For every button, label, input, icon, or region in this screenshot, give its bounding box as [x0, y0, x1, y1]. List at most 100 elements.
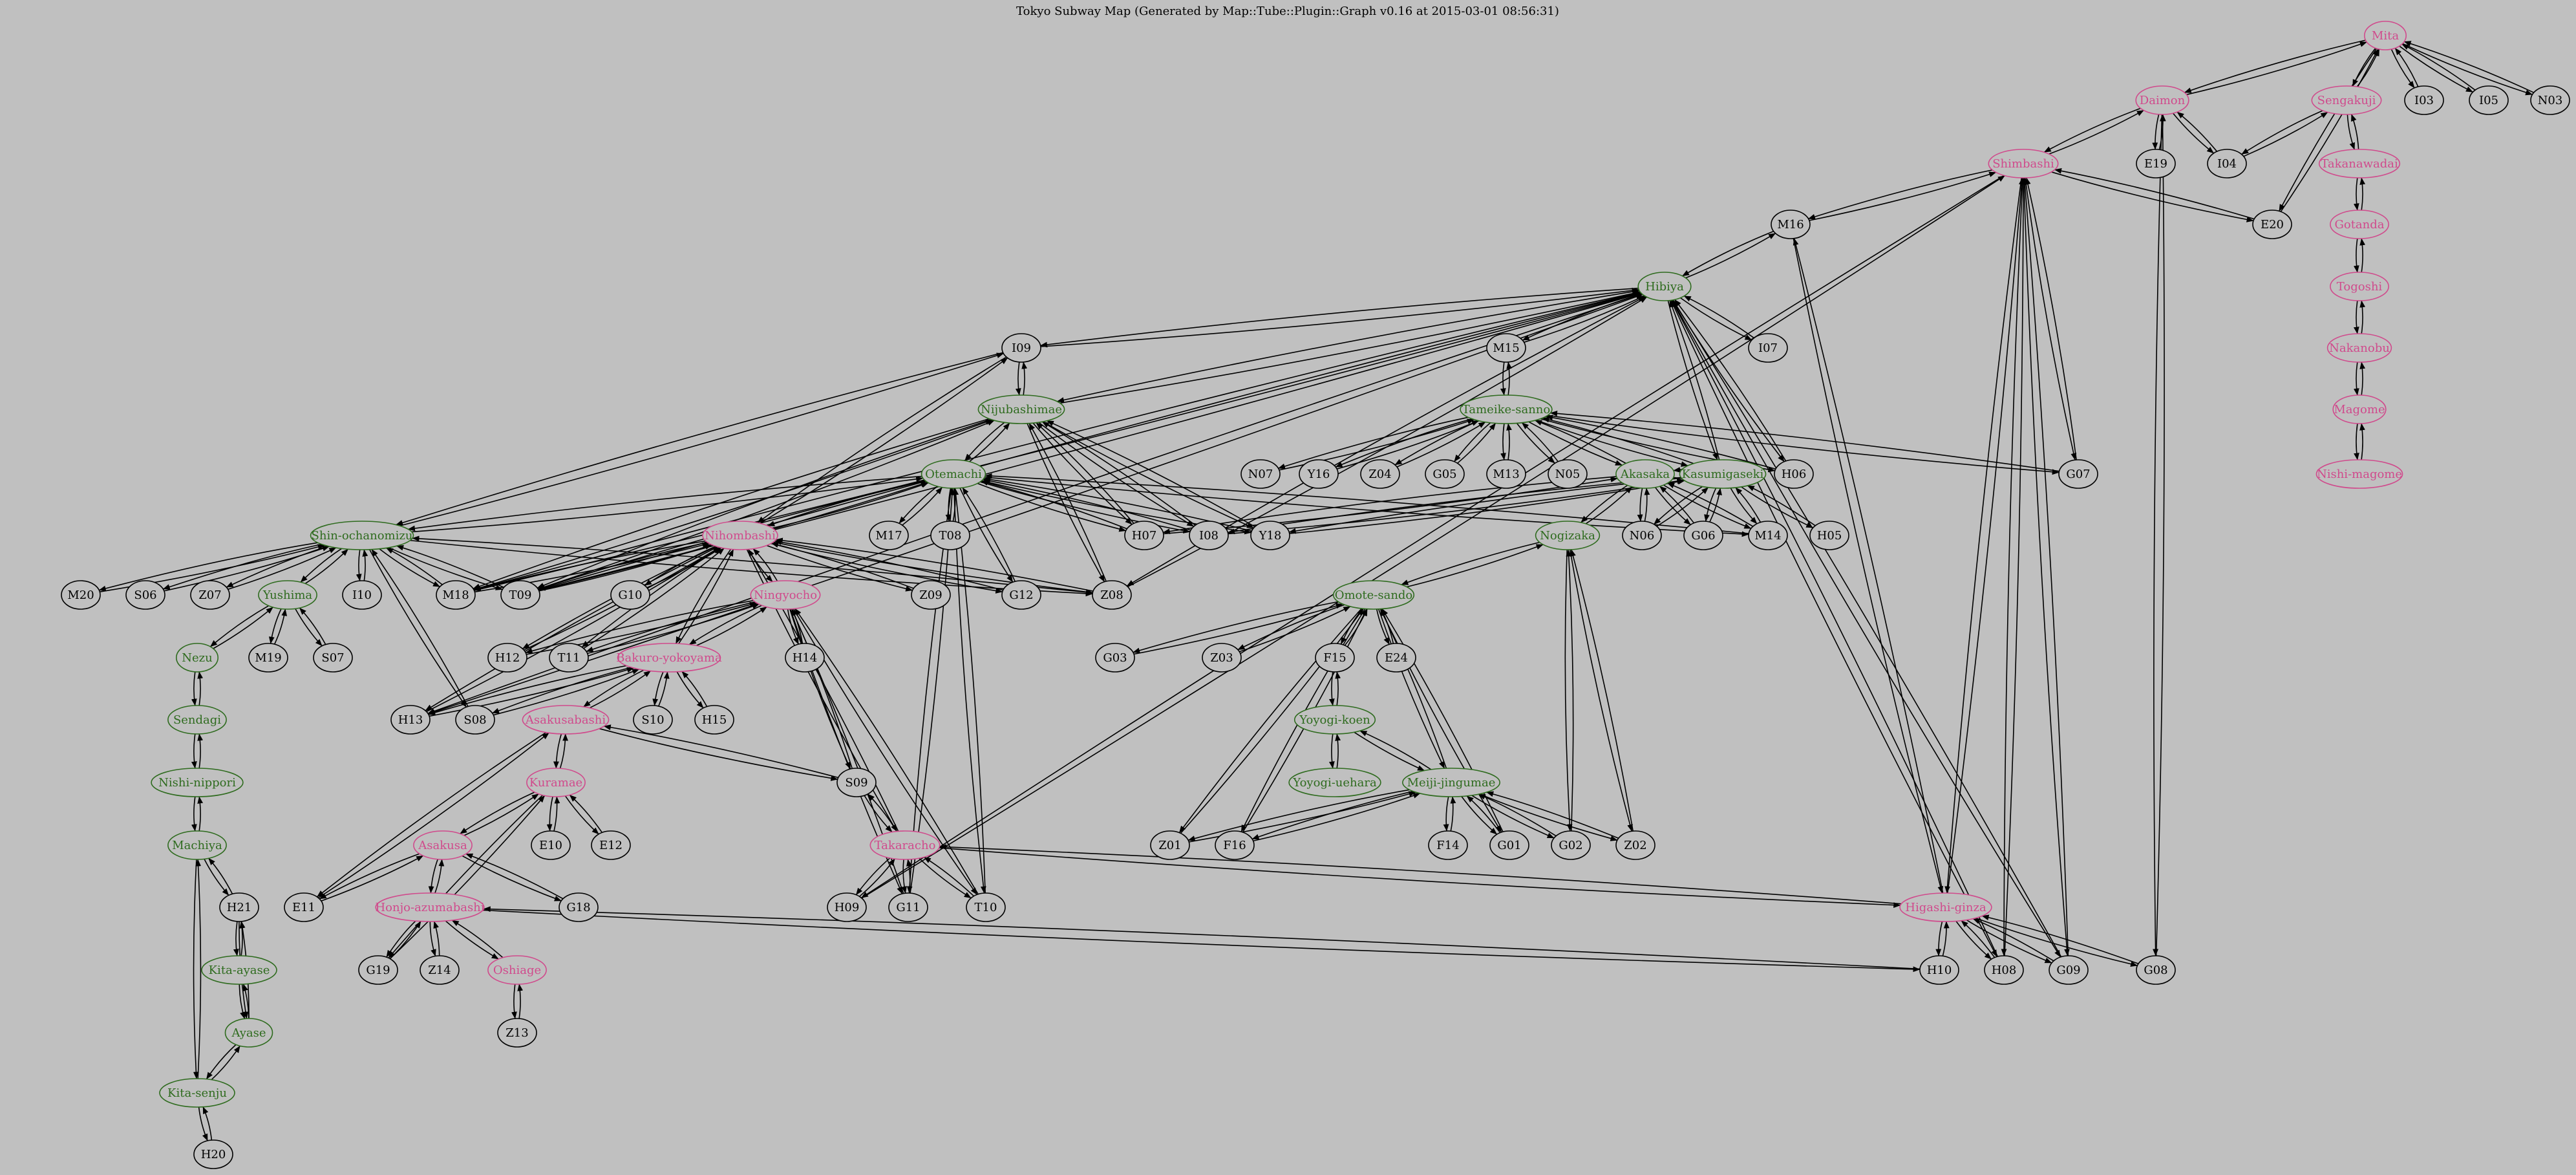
station-node-takaracho[interactable]: Takaracho [869, 830, 941, 860]
station-node-honjo-azumabashi[interactable]: Honjo-azumabashi [375, 892, 485, 922]
station-node-magome[interactable]: Magome [2332, 394, 2387, 424]
station-node-z08[interactable]: Z08 [1092, 580, 1132, 610]
station-node-m14[interactable]: M14 [1748, 521, 1788, 550]
station-node-e11[interactable]: E11 [284, 892, 324, 922]
station-node-f15[interactable]: F15 [1315, 643, 1355, 673]
station-node-kita-senju[interactable]: Kita-senju [159, 1078, 235, 1108]
station-node-n07[interactable]: N07 [1240, 459, 1281, 489]
station-node-z09[interactable]: Z09 [911, 580, 951, 610]
station-node-y18[interactable]: Y18 [1250, 521, 1290, 550]
station-node-h05[interactable]: H05 [1809, 521, 1849, 550]
station-node-e19[interactable]: E19 [2136, 149, 2176, 178]
station-node-yushima[interactable]: Yushima [258, 580, 317, 610]
station-node-i10[interactable]: I10 [342, 580, 382, 610]
station-node-e10[interactable]: E10 [531, 830, 571, 860]
station-node-t08[interactable]: T08 [930, 521, 970, 550]
station-node-takanawadai[interactable]: Takanawadai [2318, 149, 2401, 178]
station-node-nezu[interactable]: Nezu [175, 643, 218, 673]
station-node-e24[interactable]: E24 [1376, 643, 1416, 673]
station-node-kita-ayase[interactable]: Kita-ayase [201, 955, 277, 985]
station-node-m18[interactable]: M18 [436, 580, 476, 610]
station-node-s08[interactable]: S08 [455, 705, 495, 735]
station-node-g03[interactable]: G03 [1095, 643, 1135, 673]
station-node-tameike-sanno[interactable]: Tameike-sanno [1460, 394, 1553, 424]
station-node-m19[interactable]: M19 [248, 643, 288, 673]
station-node-sengakuji[interactable]: Sengakuji [2311, 85, 2382, 115]
station-node-g08[interactable]: G08 [2136, 955, 2176, 985]
station-node-y16[interactable]: Y16 [1299, 459, 1339, 489]
station-node-kasumigaseki[interactable]: Kasumigaseki [1679, 459, 1767, 489]
station-node-t09[interactable]: T09 [500, 580, 540, 610]
station-node-machiya[interactable]: Machiya [167, 830, 227, 860]
station-node-z13[interactable]: Z13 [497, 1018, 537, 1048]
station-node-m13[interactable]: M13 [1486, 459, 1526, 489]
station-node-z04[interactable]: Z04 [1360, 459, 1400, 489]
station-node-m16[interactable]: M16 [1771, 210, 1811, 239]
station-node-togoshi[interactable]: Togoshi [2330, 272, 2389, 301]
station-node-g09[interactable]: G09 [2049, 955, 2089, 985]
station-node-nakanobu[interactable]: Nakanobu [2326, 333, 2392, 363]
station-node-h15[interactable]: H15 [694, 705, 734, 735]
station-node-gotanda[interactable]: Gotanda [2330, 210, 2389, 239]
station-node-h07[interactable]: H07 [1124, 521, 1164, 550]
station-node-n03[interactable]: N03 [2530, 85, 2570, 115]
station-node-h12[interactable]: H12 [487, 643, 527, 673]
station-node-asakusa[interactable]: Asakusa [413, 830, 473, 860]
station-node-g12[interactable]: G12 [1001, 580, 1041, 610]
station-node-otemachi[interactable]: Otemachi [921, 459, 986, 489]
station-node-h21[interactable]: H21 [219, 892, 259, 922]
station-node-s10[interactable]: S10 [633, 705, 673, 735]
station-node-oshiage[interactable]: Oshiage [487, 955, 547, 985]
station-node-h09[interactable]: H09 [827, 892, 867, 922]
station-node-sendagi[interactable]: Sendagi [167, 705, 227, 735]
station-node-i07[interactable]: I07 [1748, 333, 1788, 363]
station-node-g01[interactable]: G01 [1489, 830, 1529, 860]
station-node-hibiya[interactable]: Hibiya [1637, 272, 1692, 301]
station-node-meiji-jingumae[interactable]: Meiji-jingumae [1402, 768, 1501, 797]
station-node-g19[interactable]: G19 [358, 955, 398, 985]
station-node-g02[interactable]: G02 [1551, 830, 1591, 860]
station-node-s09[interactable]: S09 [836, 768, 877, 797]
station-node-ningyocho[interactable]: Ningyocho [750, 580, 821, 610]
station-node-h14[interactable]: H14 [785, 643, 825, 673]
station-node-z14[interactable]: Z14 [420, 955, 460, 985]
station-node-mita[interactable]: Mita [2364, 21, 2407, 50]
station-node-e12[interactable]: E12 [591, 830, 631, 860]
station-node-i04[interactable]: I04 [2207, 149, 2247, 178]
station-node-asakusabashi[interactable]: Asakusabashi [522, 705, 610, 735]
station-node-yoyogi-uehara[interactable]: Yoyogi-uehara [1288, 768, 1381, 797]
station-node-t10[interactable]: T10 [966, 892, 1006, 922]
station-node-z02[interactable]: Z02 [1615, 830, 1655, 860]
station-node-shin-ochanomizu[interactable]: Shin-ochanomizu [310, 521, 414, 550]
station-node-e20[interactable]: E20 [2252, 210, 2292, 239]
station-node-z03[interactable]: Z03 [1202, 643, 1242, 673]
station-node-i03[interactable]: I03 [2404, 85, 2444, 115]
station-node-m17[interactable]: M17 [869, 521, 909, 550]
station-node-h08[interactable]: H08 [1984, 955, 2024, 985]
station-node-s06[interactable]: S06 [125, 580, 165, 610]
station-node-h10[interactable]: H10 [1919, 955, 1959, 985]
station-node-n06[interactable]: N06 [1622, 521, 1662, 550]
station-node-yoyogi-koen[interactable]: Yoyogi-koen [1293, 705, 1376, 735]
station-node-g06[interactable]: G06 [1683, 521, 1723, 550]
station-node-g10[interactable]: G10 [610, 580, 650, 610]
station-node-h20[interactable]: H20 [193, 1139, 233, 1169]
station-node-nishi-nippori[interactable]: Nishi-nippori [151, 768, 244, 797]
station-node-g18[interactable]: G18 [559, 892, 599, 922]
station-node-akasaka[interactable]: Akasaka [1615, 459, 1675, 489]
station-node-z07[interactable]: Z07 [190, 580, 230, 610]
station-node-daimon[interactable]: Daimon [2135, 85, 2189, 115]
station-node-h13[interactable]: H13 [390, 705, 431, 735]
station-node-z01[interactable]: Z01 [1150, 830, 1190, 860]
station-node-nihombashi[interactable]: Nihombashi [702, 521, 778, 550]
station-node-omote-sando[interactable]: Omote-sando [1332, 580, 1415, 610]
station-node-bakuro-yokoyama[interactable]: Bakuro-yokoyama [616, 643, 722, 673]
station-node-nijubashimae[interactable]: Nijubashimae [977, 394, 1065, 424]
station-node-m20[interactable]: M20 [61, 580, 101, 610]
station-node-i05[interactable]: I05 [2469, 85, 2509, 115]
station-node-t11[interactable]: T11 [549, 643, 589, 673]
station-node-shimbashi[interactable]: Shimbashi [1988, 149, 2059, 178]
station-node-m15[interactable]: M15 [1486, 333, 1526, 363]
station-node-h06[interactable]: H06 [1774, 459, 1814, 489]
station-node-i09[interactable]: I09 [1001, 333, 1041, 363]
